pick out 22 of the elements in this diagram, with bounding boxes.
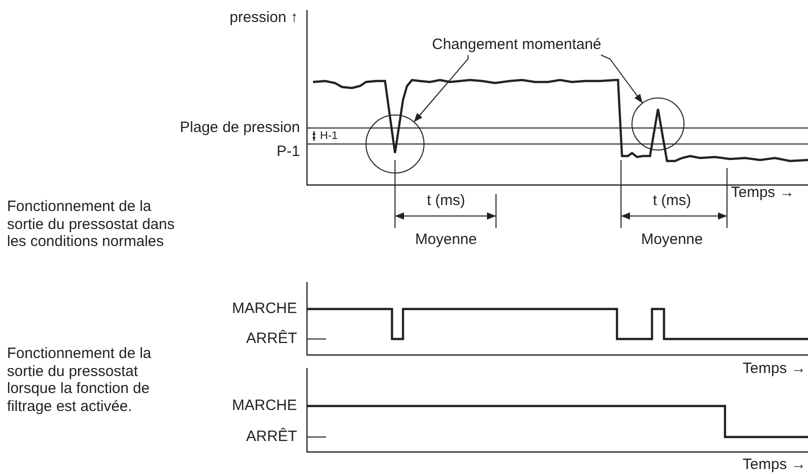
description-text: Fonctionnement de la sortie du pressostat lorsque la fonction de filtrage est activée. xyxy=(7,345,152,415)
axis-label: pression ↑ xyxy=(230,9,298,27)
highlight-circle xyxy=(366,114,424,174)
leader-line xyxy=(600,54,644,104)
state-label: MARCHE xyxy=(232,397,297,415)
axis-label: Temps → xyxy=(731,184,794,202)
dimension-label: H-1 xyxy=(320,129,338,143)
axis-label: P-1 xyxy=(276,143,300,161)
caption-text: Moyenne xyxy=(641,231,703,249)
axis-label: Temps → xyxy=(742,360,806,378)
leader-line xyxy=(413,54,468,122)
dimension-label: t (ms) xyxy=(426,192,466,210)
dimension-label: t (ms) xyxy=(652,192,692,210)
highlight-circle xyxy=(632,98,684,150)
caption-text: Moyenne xyxy=(415,231,477,249)
state-label: ARRÊT xyxy=(246,428,297,446)
axis-label: Temps → xyxy=(742,456,806,474)
axis-label: Plage de pression xyxy=(180,119,300,137)
callout-text: Changement momentané xyxy=(432,36,602,54)
state-label: MARCHE xyxy=(232,300,297,318)
description-text: Fonctionnement de la sortie du pressostat dans les conditions normales xyxy=(7,198,176,250)
state-label: ARRÊT xyxy=(246,330,297,348)
